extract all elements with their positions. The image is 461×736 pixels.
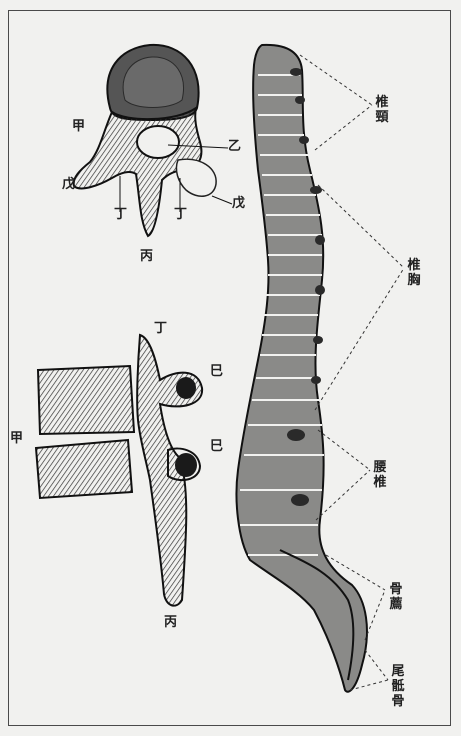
region-label-char: 骶: [391, 679, 404, 694]
label-yi: 乙: [228, 140, 241, 153]
spinal-column-drawing: [237, 45, 405, 692]
label-ding-side: 丁: [154, 322, 167, 335]
label-wu-left: 戊: [62, 178, 75, 191]
region-label-char: 腰: [373, 460, 386, 475]
vertebral-foramen: [137, 126, 179, 158]
region-label-char: 椎: [407, 258, 420, 273]
region-label-lumbar: 腰 椎: [372, 460, 388, 490]
region-label-coccyx: 尾 骶 骨: [390, 664, 406, 709]
region-label-char: 骨: [389, 582, 402, 597]
top-vertebra-drawing: [74, 45, 232, 236]
label-wu-right: 戊: [232, 197, 245, 210]
label-ding-left: 丁: [114, 208, 127, 221]
region-label-char: 椎: [375, 95, 388, 110]
label-ding-right: 丁: [174, 208, 187, 221]
region-label-thoracic: 椎 胸: [406, 258, 422, 288]
side-vertebra-drawing: [36, 335, 202, 606]
region-label-sacrum: 骨 薦: [388, 582, 404, 612]
label-si-top: 巳: [210, 365, 223, 378]
label-bing-top: 丙: [140, 250, 153, 263]
label-si-bottom: 巳: [210, 440, 223, 453]
label-bing-side: 丙: [164, 616, 177, 629]
articular-process-right: [176, 159, 216, 196]
label-jia-side: 甲: [10, 432, 23, 445]
region-label-char: 尾: [391, 664, 404, 679]
label-jia-top: 甲: [72, 120, 85, 133]
region-label-char: 骨: [391, 694, 404, 709]
region-label-cervical: 椎 頸: [374, 95, 390, 125]
region-label-char: 胸: [407, 273, 420, 288]
region-label-char: 椎: [373, 475, 386, 490]
upper-vertebral-body: [38, 366, 134, 434]
region-label-char: 頸: [375, 110, 388, 125]
region-label-char: 薦: [389, 597, 402, 612]
lower-vertebral-body: [36, 440, 132, 498]
